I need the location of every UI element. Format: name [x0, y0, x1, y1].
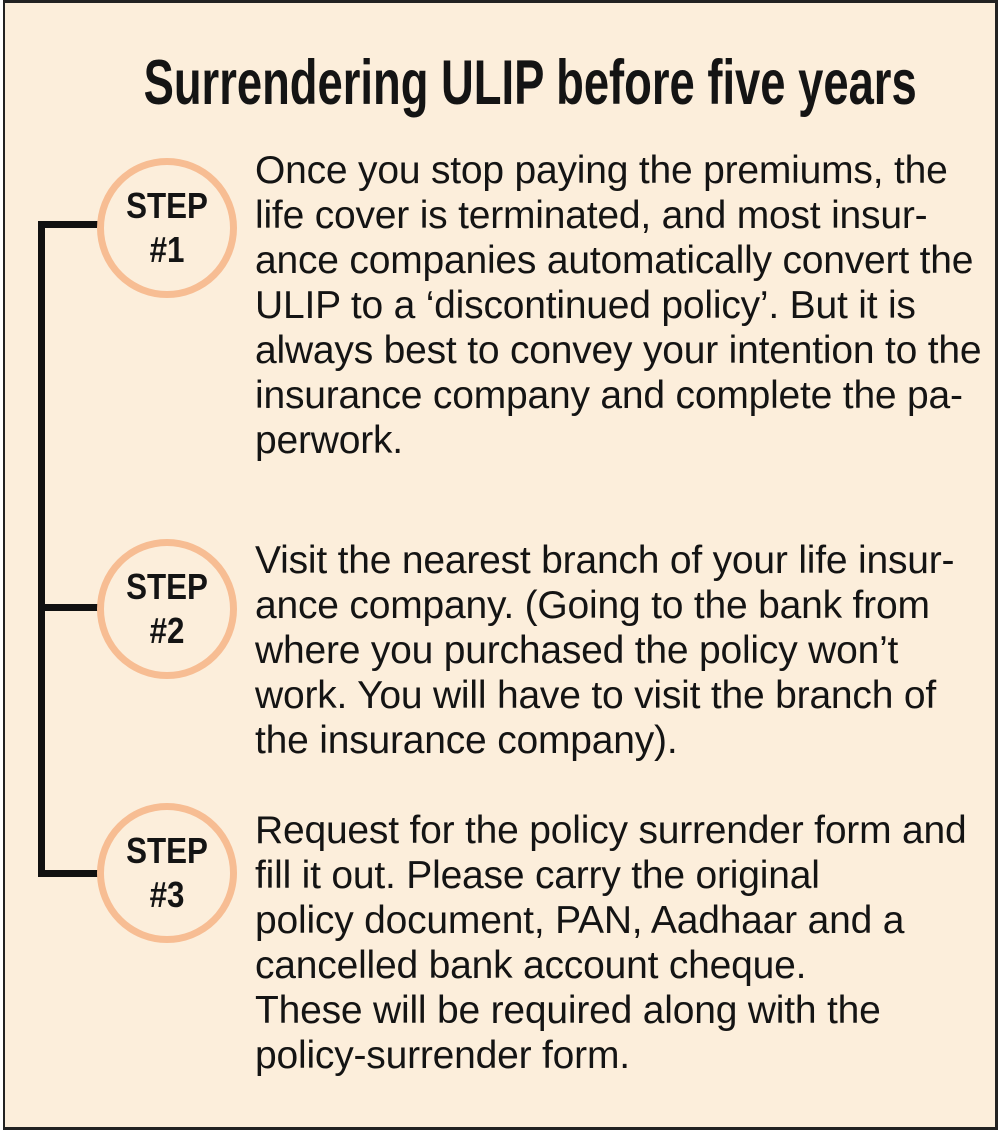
step-2-badge: STEP #2 [97, 539, 237, 679]
step-3-description: Request for the policy surrender form an… [255, 809, 967, 1077]
step-1-label: STEP #1 [126, 185, 208, 270]
connector-stub-step-2 [38, 604, 100, 611]
connector-stub-step-3 [38, 870, 100, 877]
step-2-label: STEP #2 [126, 566, 208, 651]
step-1-description: Once you stop paying the premiums, the l… [255, 149, 982, 462]
step-2-description: Visit the nearest branch of your life in… [255, 539, 955, 762]
step-1-badge: STEP #1 [97, 158, 237, 298]
infographic-panel: Surrendering ULIP before five years STEP… [3, 0, 998, 1130]
step-3-label: STEP #3 [126, 830, 208, 915]
infographic-title: Surrendering ULIP before five years [143, 48, 917, 118]
connector-stub-step-1 [38, 221, 100, 228]
connector-vertical-line [38, 221, 45, 877]
step-3-badge: STEP #3 [97, 803, 237, 943]
